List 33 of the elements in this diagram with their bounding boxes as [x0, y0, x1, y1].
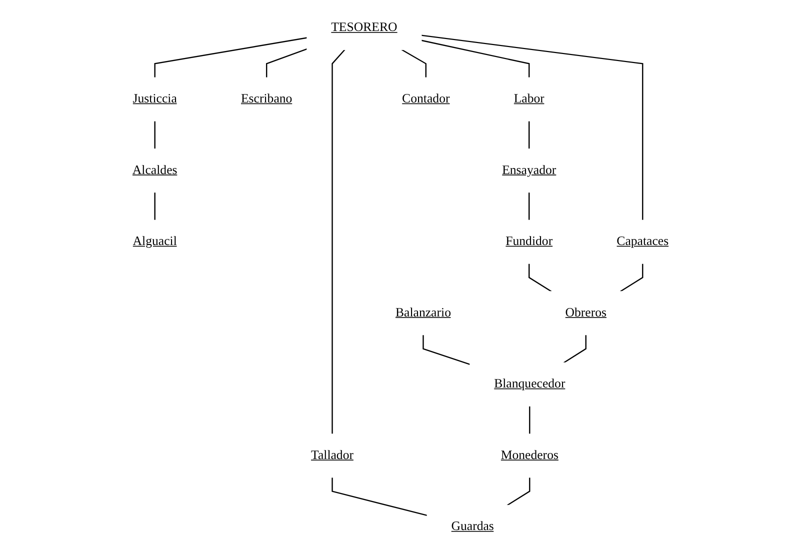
connector [154, 192, 156, 220]
node-text: Ensayador [502, 163, 556, 177]
node-text: Alguacil [132, 234, 177, 248]
connector [528, 120, 530, 149]
connector [528, 192, 530, 220]
connector [401, 49, 426, 78]
node-text: Alcaldes [132, 163, 178, 177]
connector [563, 334, 586, 364]
connector [620, 263, 644, 292]
connector [332, 49, 346, 434]
connector [506, 477, 530, 506]
connector [421, 34, 644, 220]
node-text: Obreros [565, 306, 606, 320]
node-text: TESORERO [331, 20, 398, 34]
node-text: Balanzario [395, 306, 451, 320]
node-text: Capataces [616, 234, 669, 248]
connector [528, 263, 552, 292]
connector [332, 477, 428, 516]
connector [422, 334, 470, 366]
node-text: Justiccia [132, 92, 177, 106]
node-text: Monederos [500, 448, 558, 462]
connector [421, 40, 530, 78]
connector [154, 37, 308, 78]
connector [266, 48, 308, 78]
node-text: Guardas [451, 520, 494, 534]
node-text: Fundidor [506, 234, 553, 248]
node-text: Tallador [310, 448, 354, 462]
connector [154, 120, 156, 149]
node-text: Escribano [240, 92, 292, 106]
node-text: Contador [402, 92, 450, 106]
connector [529, 406, 530, 434]
node-text: Blanquecedor [494, 377, 566, 391]
node-text: Labor [514, 92, 544, 106]
